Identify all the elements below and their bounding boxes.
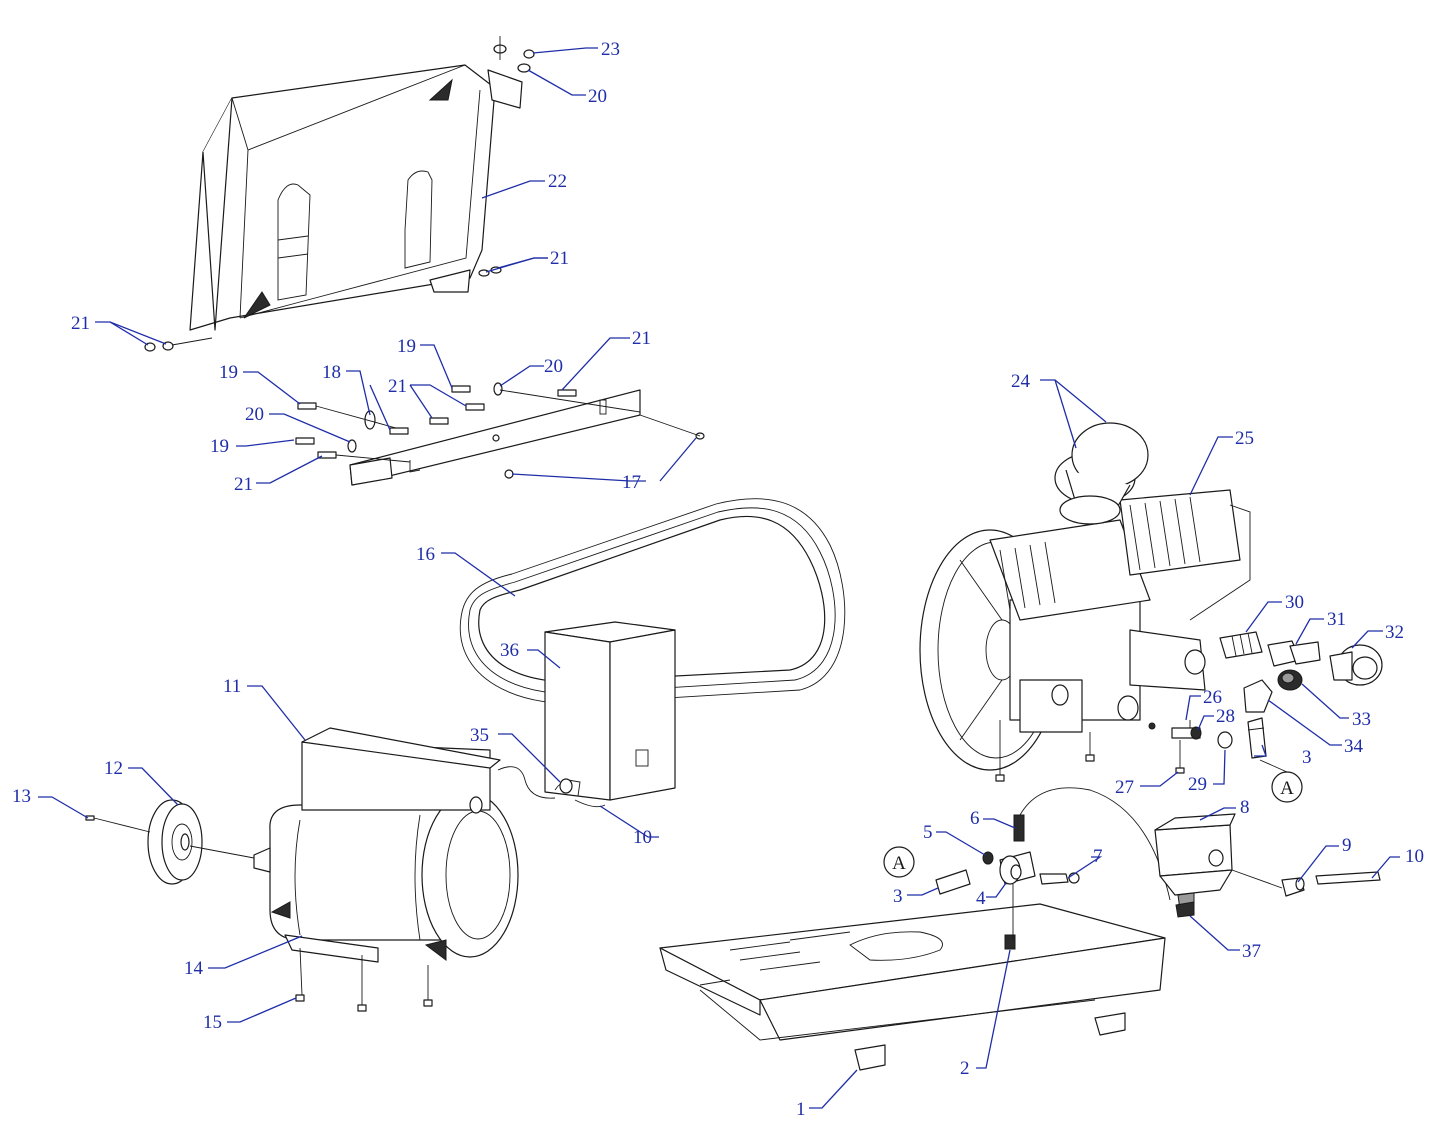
callout-3: 3 xyxy=(893,886,903,907)
pressure-switch xyxy=(1154,813,1381,918)
callout-35: 35 xyxy=(470,725,489,746)
callout-29: 29 xyxy=(1188,774,1207,795)
wiring xyxy=(497,766,606,808)
callout-25: 25 xyxy=(1235,428,1254,449)
air-filters xyxy=(1054,422,1149,525)
callout-14: 14 xyxy=(184,958,204,979)
callout-5: 5 xyxy=(923,822,933,843)
callout-32: 32 xyxy=(1385,622,1404,643)
callout-17: 17 xyxy=(622,472,641,493)
belt-guard xyxy=(189,64,523,331)
callout-24: 24 xyxy=(1011,371,1031,392)
callout-31: 31 xyxy=(1327,609,1346,630)
callout-33: 33 xyxy=(1352,709,1371,730)
compressor-pump xyxy=(919,489,1251,782)
discharge-fittings xyxy=(1219,631,1383,759)
callout-36: 36 xyxy=(500,640,519,661)
callout-19b: 19 xyxy=(397,336,416,357)
callout-34: 34 xyxy=(1344,736,1364,757)
guard-fasteners-top xyxy=(493,36,535,73)
callout-7: 7 xyxy=(1093,846,1103,867)
callout-37: 37 xyxy=(1242,941,1261,962)
callout-4: 4 xyxy=(976,888,986,909)
callout-13: 13 xyxy=(12,786,31,807)
electric-motor xyxy=(253,727,519,1012)
callout-11: 11 xyxy=(223,676,241,697)
callout-21a: 21 xyxy=(388,376,407,397)
callout-21e: 21 xyxy=(71,313,90,334)
base-plate xyxy=(659,903,1166,1071)
callout-3b: 3 xyxy=(1302,747,1312,768)
callout-10b: 10 xyxy=(633,827,652,848)
guard-bracket xyxy=(349,389,641,486)
callout-22: 22 xyxy=(548,171,567,192)
callout-19c: 19 xyxy=(210,436,229,457)
callout-19a: 19 xyxy=(219,362,238,383)
callout-20a: 20 xyxy=(245,404,264,425)
callout-2: 2 xyxy=(960,1058,970,1079)
callout-27: 27 xyxy=(1115,777,1134,798)
callout-15: 15 xyxy=(203,1012,222,1033)
callout-28: 28 xyxy=(1216,706,1235,727)
callout-12: 12 xyxy=(104,758,123,779)
callout-6: 6 xyxy=(970,808,980,829)
connector-a-top: A xyxy=(1259,759,1303,803)
callout-30: 30 xyxy=(1285,592,1304,613)
callout-21c: 21 xyxy=(234,474,253,495)
callout-18: 18 xyxy=(322,362,341,383)
callout-8: 8 xyxy=(1240,797,1250,818)
svg-text:A: A xyxy=(892,853,906,874)
callout-16: 16 xyxy=(416,544,435,565)
callout-9: 9 xyxy=(1342,835,1352,856)
drain-valve-parts xyxy=(1148,720,1233,774)
callout-20c: 20 xyxy=(588,86,607,107)
leader-lines xyxy=(38,47,1400,1109)
motor-pulley xyxy=(85,799,255,885)
callout-10a: 10 xyxy=(1405,846,1424,867)
callout-26: 26 xyxy=(1203,687,1222,708)
svg-text:A: A xyxy=(1280,778,1294,799)
callout-21d: 21 xyxy=(550,248,569,269)
bracket-fasteners xyxy=(295,382,705,479)
callout-labels: 1 2 3 3 4 5 6 7 8 9 10 10 11 12 13 14 15… xyxy=(12,39,1424,1120)
starter-box xyxy=(544,621,676,801)
callout-20b: 20 xyxy=(544,356,563,377)
callout-1: 1 xyxy=(796,1099,806,1120)
callout-23: 23 xyxy=(601,39,620,60)
callout-21b: 21 xyxy=(632,328,651,349)
connector-a-bottom: A xyxy=(883,846,915,878)
